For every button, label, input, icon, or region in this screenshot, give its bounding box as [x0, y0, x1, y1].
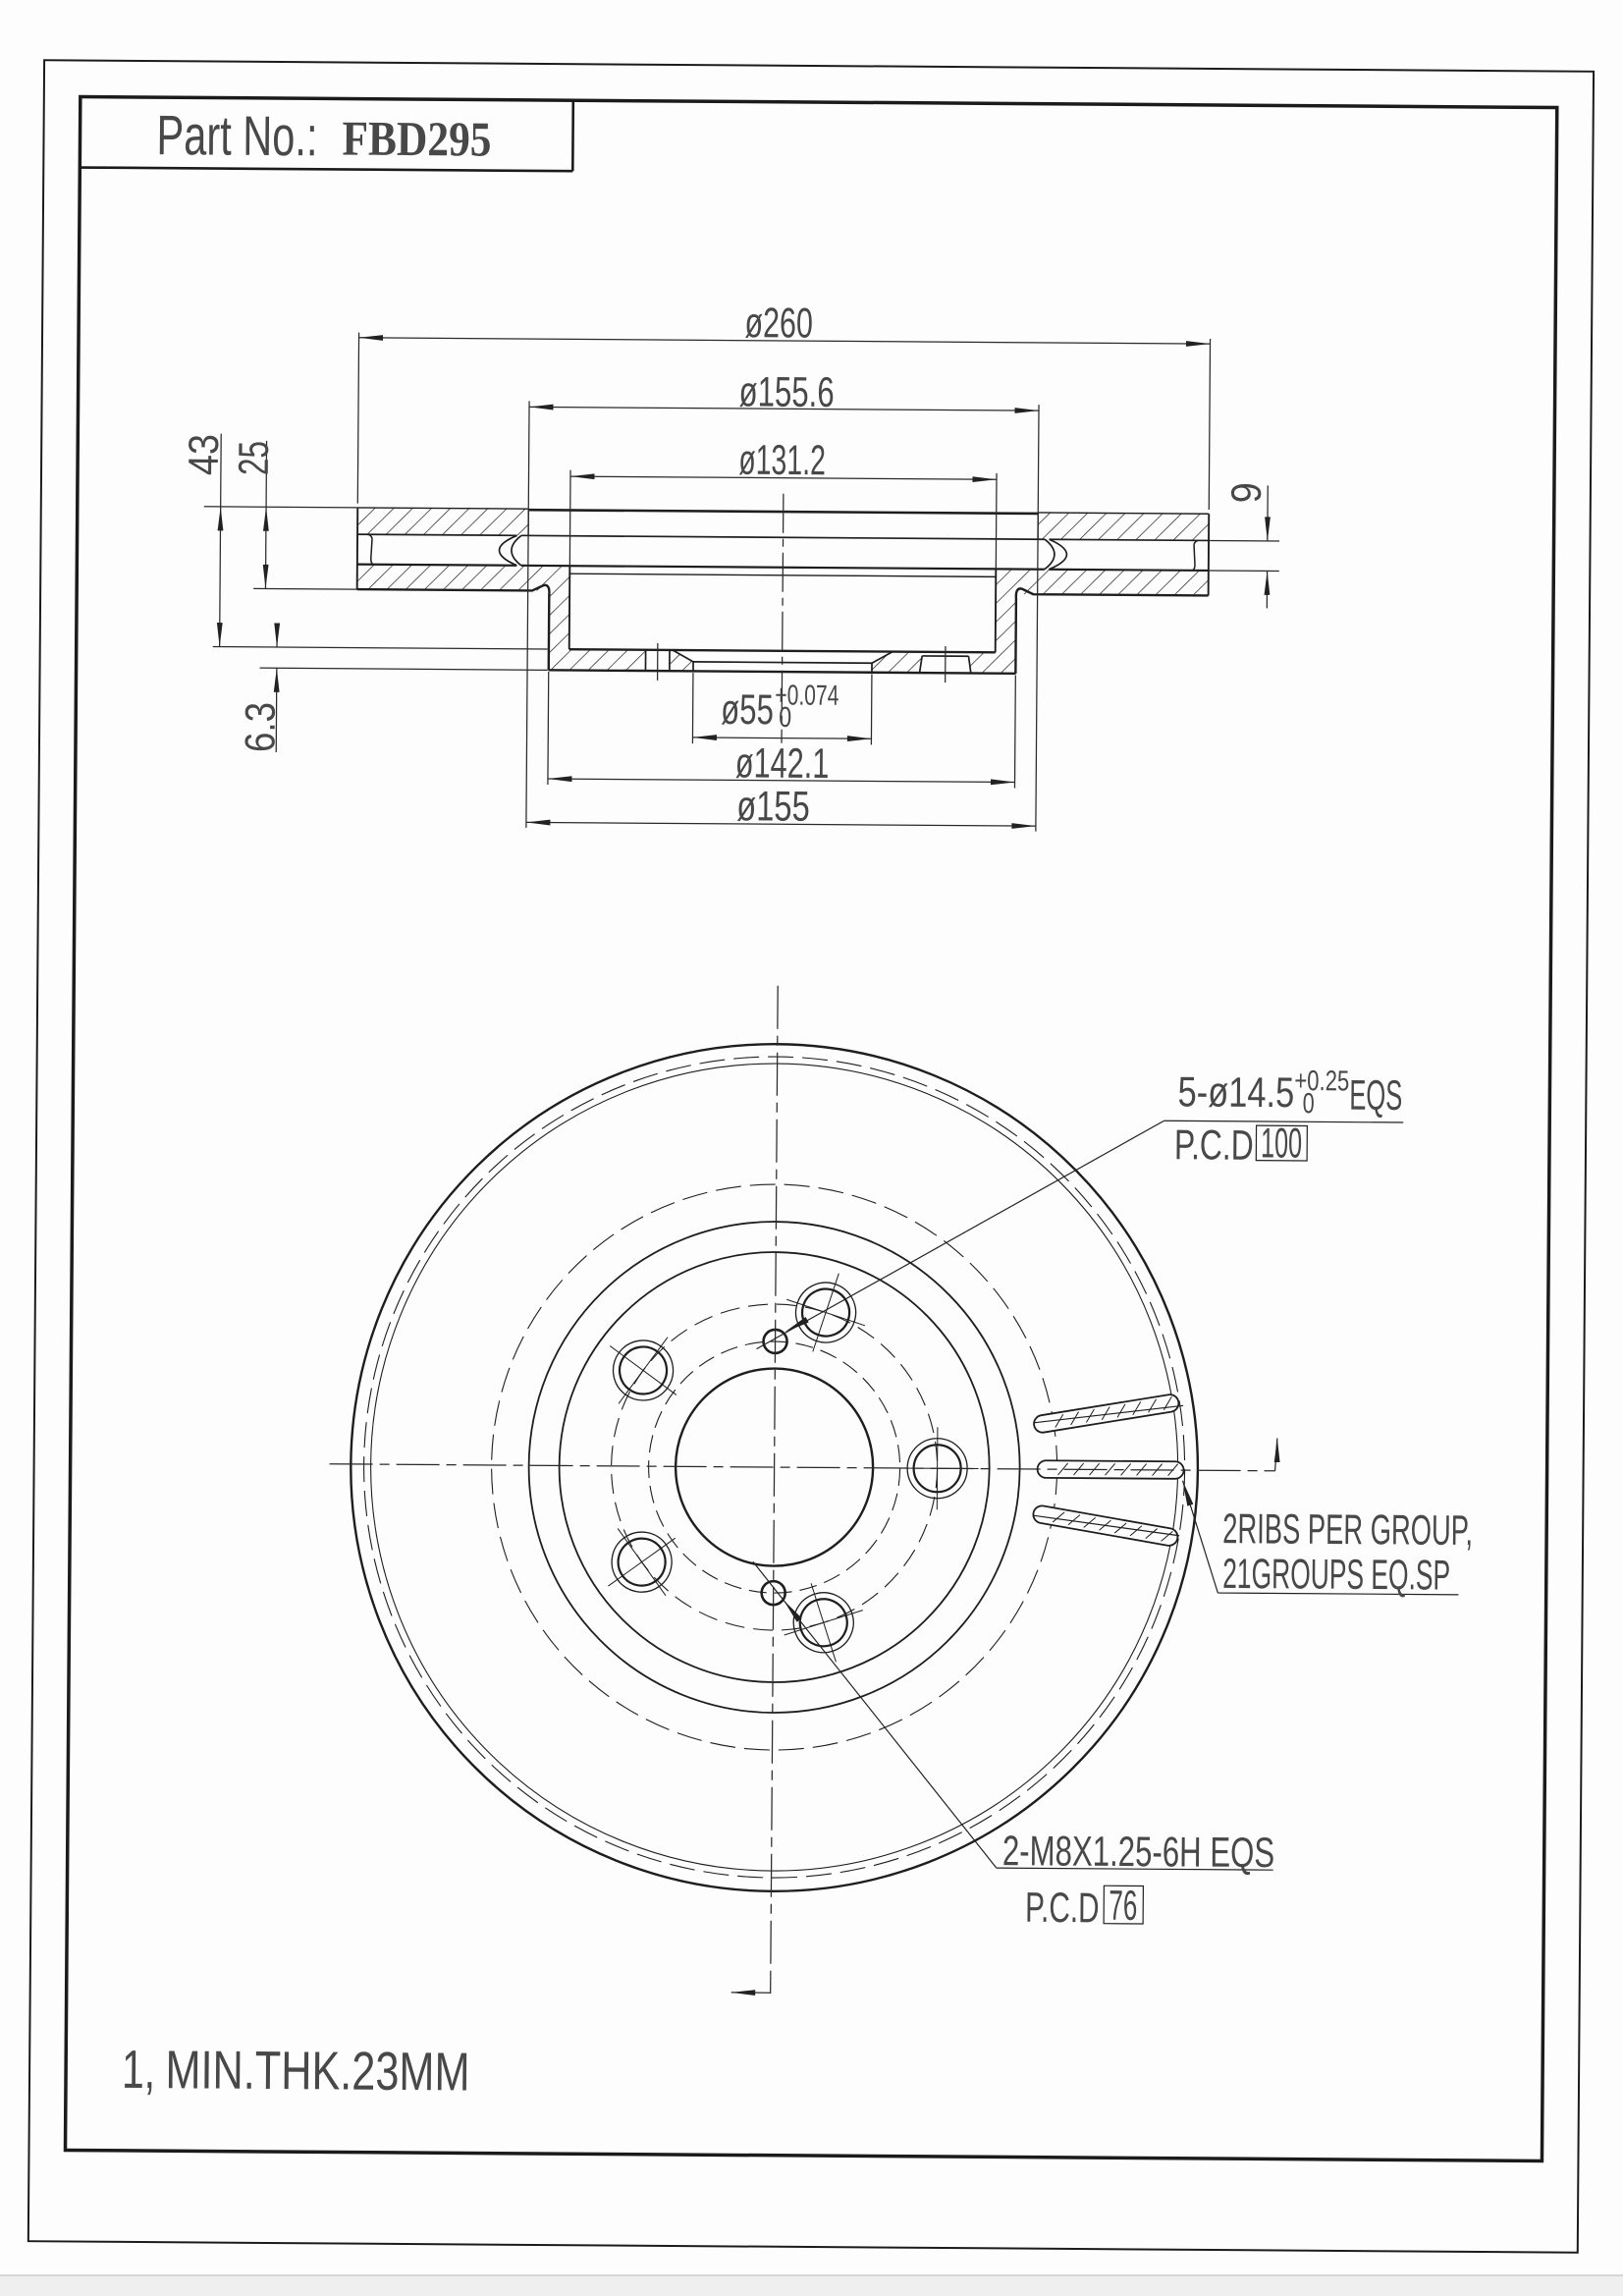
svg-text:0: 0	[1303, 1088, 1315, 1120]
svg-text:100: 100	[1261, 1120, 1302, 1167]
svg-text:ø55: ø55	[721, 686, 774, 734]
svg-text:9: 9	[1223, 482, 1271, 503]
svg-text:6.3: 6.3	[237, 702, 284, 752]
svg-text:76: 76	[1109, 1883, 1137, 1930]
svg-text:FBD295: FBD295	[342, 110, 491, 166]
svg-text:2RIBS PER GROUP,: 2RIBS PER GROUP,	[1222, 1505, 1473, 1555]
svg-text:P.C.D: P.C.D	[1174, 1121, 1254, 1170]
svg-text:P.C.D: P.C.D	[1025, 1885, 1100, 1933]
svg-text:43: 43	[181, 434, 228, 475]
svg-text:+0.074: +0.074	[775, 680, 839, 711]
svg-text:2-M8X1.25-6H EQS: 2-M8X1.25-6H EQS	[1002, 1828, 1275, 1877]
svg-text:Part No.:: Part No.:	[156, 104, 317, 168]
svg-text:1,: 1,	[122, 2039, 155, 2100]
svg-text:+0.25: +0.25	[1294, 1066, 1349, 1097]
svg-text:5-ø14.5: 5-ø14.5	[1177, 1068, 1294, 1117]
svg-text:MIN.THK.23MM: MIN.THK.23MM	[165, 2039, 469, 2102]
svg-text:ø155: ø155	[736, 783, 810, 831]
svg-text:ø142.1: ø142.1	[735, 739, 830, 788]
svg-text:25: 25	[231, 441, 278, 475]
svg-text:ø155.6: ø155.6	[738, 368, 834, 416]
svg-text:0: 0	[779, 702, 791, 734]
svg-text:ø131.2: ø131.2	[738, 437, 826, 485]
svg-text:ø260: ø260	[744, 300, 813, 348]
svg-text:21GROUPS EQ.SP: 21GROUPS EQ.SP	[1222, 1551, 1450, 1600]
svg-text:EQS: EQS	[1349, 1072, 1402, 1120]
